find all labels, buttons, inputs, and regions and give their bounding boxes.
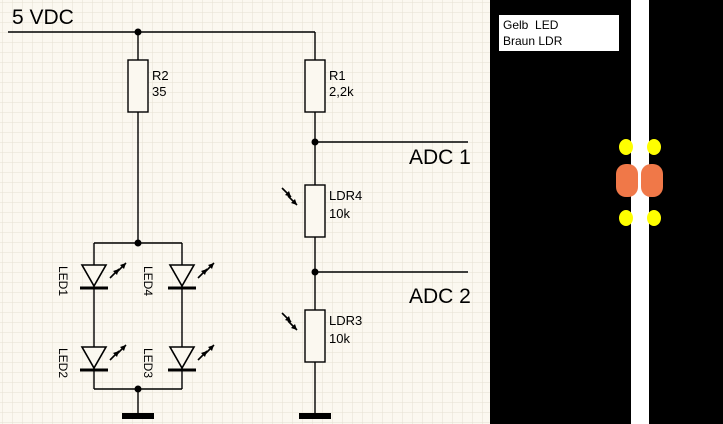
led3-symbol bbox=[168, 344, 215, 372]
junction-dot bbox=[311, 138, 319, 146]
led2-symbol bbox=[80, 344, 127, 372]
ldr-pad-icon bbox=[641, 164, 663, 197]
junction-dot bbox=[134, 28, 142, 36]
ground-symbol bbox=[122, 413, 154, 419]
led3-label: LED3 bbox=[141, 348, 155, 378]
r2-value: 35 bbox=[152, 84, 166, 99]
junction-dot bbox=[134, 385, 142, 393]
led-dots bbox=[619, 139, 661, 226]
led2-label: LED2 bbox=[56, 348, 70, 378]
led-dot-icon bbox=[647, 210, 661, 226]
ldr-pad-icon bbox=[616, 164, 638, 197]
adc2-label: ADC 2 bbox=[409, 285, 471, 308]
led1-symbol bbox=[80, 262, 127, 290]
resistor-r2 bbox=[127, 59, 149, 113]
ldr4-value: 10k bbox=[329, 206, 350, 221]
ldr-ldr3 bbox=[304, 309, 326, 363]
r2-name: R2 bbox=[152, 68, 169, 83]
ldr3-name: LDR3 bbox=[329, 313, 362, 328]
led4-label: LED4 bbox=[141, 266, 155, 296]
legend-label-gelb: Gelb bbox=[503, 18, 529, 32]
legend-label-braun: Braun bbox=[503, 34, 536, 48]
led4-symbol bbox=[168, 262, 215, 290]
resistor-r1 bbox=[304, 59, 326, 113]
led-dot-icon bbox=[619, 210, 633, 226]
led1-label: LED1 bbox=[56, 266, 70, 296]
led-dot-icon bbox=[619, 139, 633, 155]
junction-dot bbox=[311, 268, 319, 276]
board-panel bbox=[490, 0, 723, 424]
legend-meaning-ldr: LDR bbox=[538, 34, 563, 48]
ldr4-name: LDR4 bbox=[329, 188, 362, 203]
junctions bbox=[134, 28, 319, 393]
r1-name: R1 bbox=[329, 68, 346, 83]
adc1-label: ADC 1 bbox=[409, 146, 471, 169]
legend-row-led: Gelb LED bbox=[503, 17, 619, 33]
junction-dot bbox=[134, 239, 142, 247]
board-track bbox=[631, 0, 649, 424]
color-legend: Gelb LED Braun LDR bbox=[498, 14, 620, 52]
led-dot-icon bbox=[647, 139, 661, 155]
legend-meaning-led: LED bbox=[535, 18, 559, 32]
ldr-ldr4 bbox=[304, 184, 326, 238]
legend-row-ldr: Braun LDR bbox=[503, 33, 619, 49]
ldr-pads bbox=[616, 164, 663, 197]
ground-symbol bbox=[299, 413, 331, 419]
ldr3-value: 10k bbox=[329, 331, 350, 346]
supply-label: 5 VDC bbox=[12, 6, 74, 29]
r1-value: 2,2k bbox=[329, 84, 354, 99]
grid-background bbox=[0, 0, 490, 424]
